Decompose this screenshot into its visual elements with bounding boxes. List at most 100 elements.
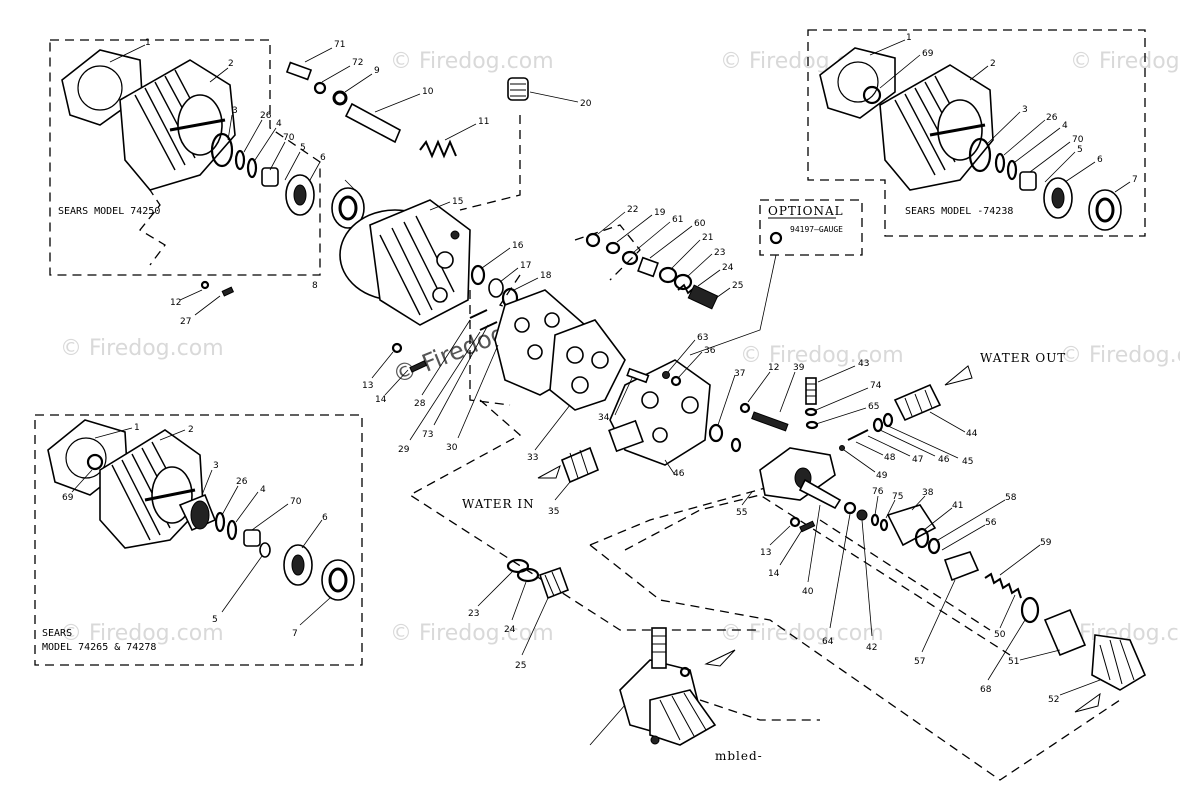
optional-gauge-label: 94197—GAUGE (790, 225, 843, 234)
part-number: 73 (422, 430, 433, 440)
part-number: 27 (180, 317, 191, 327)
optional-gauge: OPTIONAL 94197—GAUGE (689, 204, 843, 356)
part-number: 35 (548, 507, 559, 517)
water-inlet-fitting-part-35: 35 WATER IN (462, 446, 600, 517)
part-number: 70 (283, 133, 295, 143)
pump-housing-part-15: 15 (339, 197, 471, 326)
seal-part-17 (488, 278, 504, 298)
part-number: 20 (580, 99, 592, 109)
watermark: © Firedog.com (720, 621, 884, 646)
spring-part-11 (419, 139, 457, 159)
part-number: 7 (292, 629, 298, 639)
part-number: 19 (654, 208, 666, 218)
part-number: 40 (802, 587, 814, 597)
crankcase-part-2 (119, 59, 236, 191)
part-number: 25 (732, 281, 743, 291)
part-number: 42 (866, 643, 877, 653)
part-number: 50 (994, 630, 1006, 640)
part-number: 26 (236, 477, 248, 487)
oring-part-26 (234, 149, 246, 171)
part-number: 6 (1097, 155, 1103, 165)
part-number: 1 (906, 33, 912, 43)
seal-part-3 (210, 132, 234, 168)
outlet-fitting-part-44 (893, 383, 942, 422)
footer-fragment: mbled- (715, 749, 763, 763)
part-number: 16 (512, 241, 524, 251)
box-label-74265-line2: MODEL 74265 & 74278 (42, 642, 156, 653)
nipple (651, 627, 667, 669)
watermark: © Firedog.com (60, 336, 224, 361)
box-label-74238: SEARS MODEL -74238 (905, 206, 1013, 217)
part-number: 2 (990, 59, 996, 69)
part-number: 65 (868, 402, 879, 412)
part-number: 15 (452, 197, 463, 207)
part-number: 52 (1048, 695, 1059, 705)
part-number: 7 (1132, 175, 1138, 185)
part-number: 9 (374, 66, 380, 76)
housing-fasteners: 12 27 13 14 (170, 280, 428, 405)
part-number: 64 (822, 637, 834, 647)
top-left-assembly: 1 2 3 26 4 70 5 6 6 8 SEARS MODEL 74250 (58, 38, 365, 291)
part-number: 60 (694, 219, 706, 229)
part-number: 23 (468, 609, 479, 619)
part-number: 48 (884, 453, 896, 463)
part-number: 14 (375, 395, 387, 405)
watermark: © Firedog.com (390, 621, 554, 646)
part-number: 49 (876, 471, 888, 481)
part-number: 13 (760, 548, 771, 558)
part-number: 69 (62, 493, 74, 503)
part-number: 12 (170, 298, 181, 308)
part-number: 3 (1022, 105, 1028, 115)
part-number: 22 (627, 205, 638, 215)
part-number: 58 (1005, 493, 1017, 503)
part-number: 55 (736, 508, 747, 518)
part-number: 30 (446, 443, 458, 453)
box-optional-gauge (759, 199, 863, 256)
part-number: 4 (260, 485, 266, 495)
sleeve-part-57 (943, 551, 980, 582)
nipple-part-43 (805, 377, 817, 405)
part-number: 5 (300, 143, 306, 153)
part-number: 1 (145, 38, 151, 48)
key-part-71 (285, 61, 313, 81)
part-number: 74 (870, 381, 882, 391)
box-label-74265-line1: SEARS (42, 628, 72, 639)
part-number: 45 (962, 457, 973, 467)
part-number: 75 (892, 492, 903, 502)
top-right-assembly: 1 69 2 3 26 4 70 5 6 7 SEARS MODEL -7423… (819, 33, 1138, 231)
part-number: 33 (527, 453, 538, 463)
nut-part-38 (886, 504, 937, 547)
watermark: © Firedog.com (740, 343, 904, 368)
part-number: 25 (515, 661, 526, 671)
part-number: 12 (768, 363, 779, 373)
part-number: 51 (1008, 657, 1019, 667)
part-number: 4 (1062, 121, 1068, 131)
part-number: 70 (290, 497, 302, 507)
part-number: 47 (912, 455, 923, 465)
part-number: 5 (212, 615, 218, 625)
gasket-plate-part-33 (549, 319, 626, 411)
part-number: 68 (980, 685, 992, 695)
seal-part-16 (470, 264, 486, 286)
washer-part-4 (246, 157, 258, 179)
part-number: 28 (414, 399, 426, 409)
part-number: 43 (858, 359, 869, 369)
top-shaft-parts: 71 72 9 10 11 20 (285, 40, 592, 159)
part-number: 4 (276, 119, 282, 129)
part-number: 37 (734, 369, 745, 379)
bushing-part-70 (261, 167, 279, 187)
part-number: 44 (966, 429, 978, 439)
unloader-assembly: 12 39 43 74 65 44 45 46 47 48 49 (736, 351, 1065, 518)
part-number: 6 (322, 513, 328, 523)
part-number: 17 (520, 261, 531, 271)
part-number: 5 (1077, 145, 1083, 155)
part-number: 61 (672, 215, 683, 225)
assembled-unloader: mbled- (589, 627, 763, 763)
part-number: 26 (260, 111, 272, 121)
part-number: 38 (922, 488, 934, 498)
part-number: 18 (540, 271, 552, 281)
part-number: 11 (478, 117, 489, 127)
part-number: 41 (952, 501, 963, 511)
spring-part-59 (984, 572, 1022, 599)
